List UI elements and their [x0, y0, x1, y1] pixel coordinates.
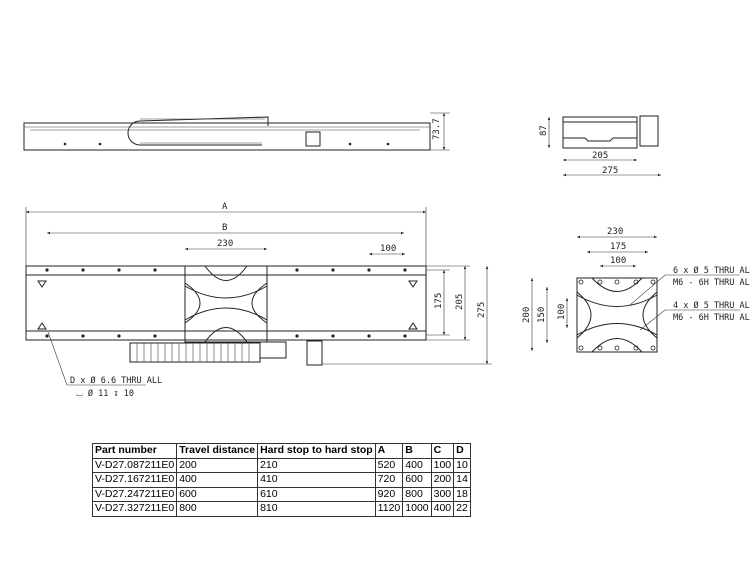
dim-175: 175	[610, 242, 626, 252]
cable-chain	[129, 340, 323, 366]
table-cell: 600	[176, 486, 259, 502]
dim-175: 175	[434, 293, 444, 309]
hole-callout-1: D x Ø 6.6 THRU ALL	[70, 375, 162, 386]
dim-275: 275	[602, 166, 618, 176]
dim-100-horizontal: 100	[610, 256, 626, 266]
side-view: 73.7	[23, 112, 450, 151]
dim-200: 200	[522, 307, 532, 323]
table-cell: V-D27.087211E0	[91, 457, 178, 473]
table-cell: 400	[402, 457, 432, 473]
table-cell: 720	[374, 472, 404, 488]
dim-100: 100	[380, 244, 396, 254]
dim-87: 87	[539, 125, 549, 136]
dim-230: 230	[217, 239, 233, 249]
table-cell: 400	[430, 501, 455, 517]
col-hard-stop: Hard stop to hard stop	[257, 443, 376, 459]
table-cell: V-D27.247211E0	[91, 486, 178, 502]
table-cell: 210	[257, 457, 376, 473]
table-cell: 610	[257, 486, 376, 502]
col-d: D	[453, 443, 471, 459]
col-travel: Travel distance	[176, 443, 259, 459]
end-view: 87 205 275	[539, 115, 661, 177]
hole-callout-2: ⌴ Ø 11 ↧ 10	[76, 388, 134, 399]
table-cell: 22	[453, 501, 471, 517]
table-cell: 920	[374, 486, 404, 502]
table-cell: 200	[430, 472, 455, 488]
table-cell: 1120	[374, 501, 404, 517]
table-cell: 810	[257, 501, 376, 517]
dim-205: 205	[455, 294, 465, 310]
carriage	[184, 265, 268, 343]
note-4x-thread: M6 - 6H THRU ALL	[673, 313, 750, 323]
dim-b: B	[222, 223, 227, 233]
dimensions-table: Part number Travel distance Hard stop to…	[91, 443, 471, 517]
dim-a: A	[222, 202, 228, 212]
note-6x-holes: 6 x Ø 5 THRU ALL	[673, 265, 750, 276]
table-cell: 600	[402, 472, 432, 488]
col-b: B	[402, 443, 432, 459]
table-cell: 200	[176, 457, 259, 473]
table-header-row: Part number Travel distance Hard stop to…	[91, 443, 471, 459]
table-cell: 100	[430, 457, 455, 473]
dim-100-vertical: 100	[557, 304, 567, 320]
table-cell: 300	[430, 486, 455, 502]
carriage-top-view: 230 175 100 200 150 100 6 x Ø 5 THRU ALL…	[522, 227, 750, 353]
front-view: A B 230 100 175 205	[25, 202, 492, 399]
table-cell: 800	[176, 501, 259, 517]
table-cell: 410	[257, 472, 376, 488]
dim-275: 275	[477, 302, 487, 318]
dim-230: 230	[607, 227, 623, 237]
col-c: C	[430, 443, 455, 459]
table-cell: 14	[453, 472, 471, 488]
dim-150: 150	[537, 307, 547, 323]
table-cell: V-D27.167211E0	[91, 472, 178, 488]
table-cell: 1000	[402, 501, 432, 517]
col-part-number: Part number	[91, 443, 178, 459]
table-cell: V-D27.327211E0	[91, 501, 178, 517]
cable-chain-side	[127, 116, 269, 146]
dim-73-7: 73.7	[432, 118, 442, 140]
table-cell: 400	[176, 472, 259, 488]
note-6x-thread: M6 - 6H THRU ALL	[673, 278, 750, 288]
table-cell: 10	[453, 457, 471, 473]
table-cell: 800	[402, 486, 432, 502]
table-cell: 520	[374, 457, 404, 473]
dim-205: 205	[592, 151, 608, 161]
col-a: A	[374, 443, 404, 459]
table-cell: 18	[453, 486, 471, 502]
note-4x-holes: 4 x Ø 5 THRU ALL	[673, 300, 750, 311]
